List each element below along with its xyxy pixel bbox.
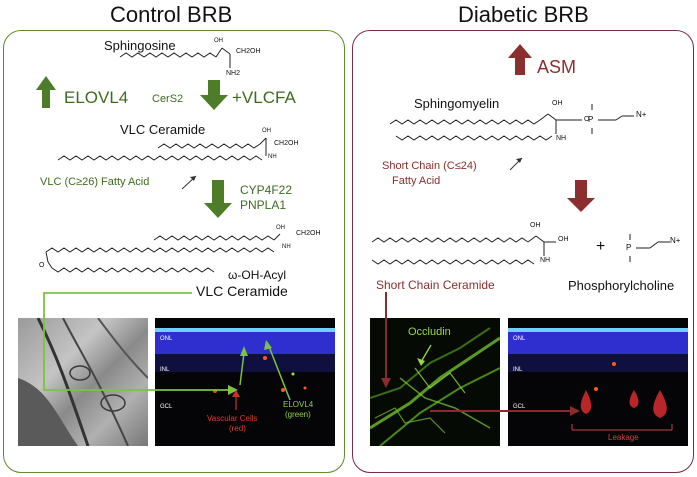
phosphorylcholine-label: Phosphorylcholine	[568, 278, 675, 293]
sphingosine-label: Sphingosine	[104, 38, 176, 53]
diabetic-brb-panel	[352, 30, 694, 473]
short-ceramide-oh-2: OH	[558, 236, 569, 243]
elovl4-label: ELOVL4	[64, 88, 129, 107]
control-brb-title: Control BRB	[110, 2, 233, 27]
omega-acyl-nh: NH	[282, 244, 291, 250]
cyp4f22-label: CYP4F22	[240, 183, 293, 197]
plus-vlcfa-label: +VLCFA	[232, 88, 296, 107]
leakage-label: Leakage	[608, 433, 639, 442]
phosphorylcholine-n-plus: N+	[670, 236, 681, 245]
fluor-elovl4-label: ELOVL4	[283, 400, 314, 409]
diabetic-onl-label: ONL	[513, 336, 526, 342]
electron-micrograph	[18, 318, 148, 446]
phosphorylcholine-p: P	[626, 243, 632, 252]
plus-sign: +	[596, 238, 606, 255]
diabetic-retina-fluorescence: ONL INL GCL Leakage	[508, 318, 688, 446]
cers2-label: CerS2	[152, 93, 184, 105]
omega-acyl-oh: OH	[276, 225, 285, 231]
diabetic-gcl-label: GCL	[513, 404, 526, 410]
vlc-fatty-acid-label: VLC (C≥26) Fatty Acid	[40, 176, 150, 188]
asm-label: ASM	[537, 57, 577, 77]
sphingomyelin-n-plus: N+	[636, 110, 647, 119]
pnpla1-label: PNPLA1	[240, 198, 287, 212]
sphingomyelin-label: Sphingomyelin	[414, 96, 500, 111]
control-retina-fluorescence: ONL INL GCL Vascular Cells (red) ELOVL4 …	[155, 318, 335, 446]
short-chain-fatty-acid-label-2: Fatty Acid	[392, 175, 441, 187]
occludin-label: Occludin	[408, 326, 451, 338]
diabetic-inl-label: INL	[513, 367, 523, 373]
occludin-vessel-image: Occludin	[370, 318, 500, 446]
sphingomyelin-oh: OH	[552, 100, 563, 107]
fluor-green-label: (green)	[285, 410, 311, 419]
sphingosine-oh: OH	[214, 38, 223, 44]
omega-oh-acyl-label: ω-OH-Acyl	[228, 268, 287, 282]
vlc-ceramide-ch2oh: CH2OH	[274, 140, 299, 147]
control-onl-label: ONL	[160, 336, 173, 342]
diabetic-brb-title: Diabetic BRB	[458, 2, 589, 27]
control-inl-label: INL	[160, 367, 170, 373]
vascular-red-label: (red)	[229, 424, 246, 433]
short-ceramide-nh: NH	[540, 257, 551, 264]
vascular-cells-label: Vascular Cells	[207, 414, 258, 423]
vlc-ceramide-label: VLC Ceramide	[120, 122, 206, 137]
short-chain-ceramide-label: Short Chain Ceramide	[376, 278, 495, 292]
sphingosine-nh2: NH2	[226, 70, 241, 77]
short-ceramide-oh: OH	[530, 222, 541, 229]
sphingomyelin-p: P	[588, 115, 594, 124]
omega-acyl-ester-o: O	[39, 262, 45, 269]
sphingosine-ch2oh: CH2OH	[236, 48, 261, 55]
control-brb-panel	[3, 30, 345, 473]
control-gcl-label: GCL	[160, 404, 173, 410]
short-chain-fatty-acid-label-1: Short Chain (C≤24)	[382, 160, 477, 172]
vlc-ceramide-nh: NH	[268, 154, 277, 160]
omega-acyl-ch2oh: CH2OH	[296, 230, 321, 237]
sphingomyelin-o-ester: O	[584, 116, 590, 123]
vlc-ceramide-oh: OH	[262, 128, 271, 134]
sphingomyelin-nh: NH	[556, 135, 567, 142]
omega-vlc-ceramide-label: VLC Ceramide	[196, 283, 288, 299]
